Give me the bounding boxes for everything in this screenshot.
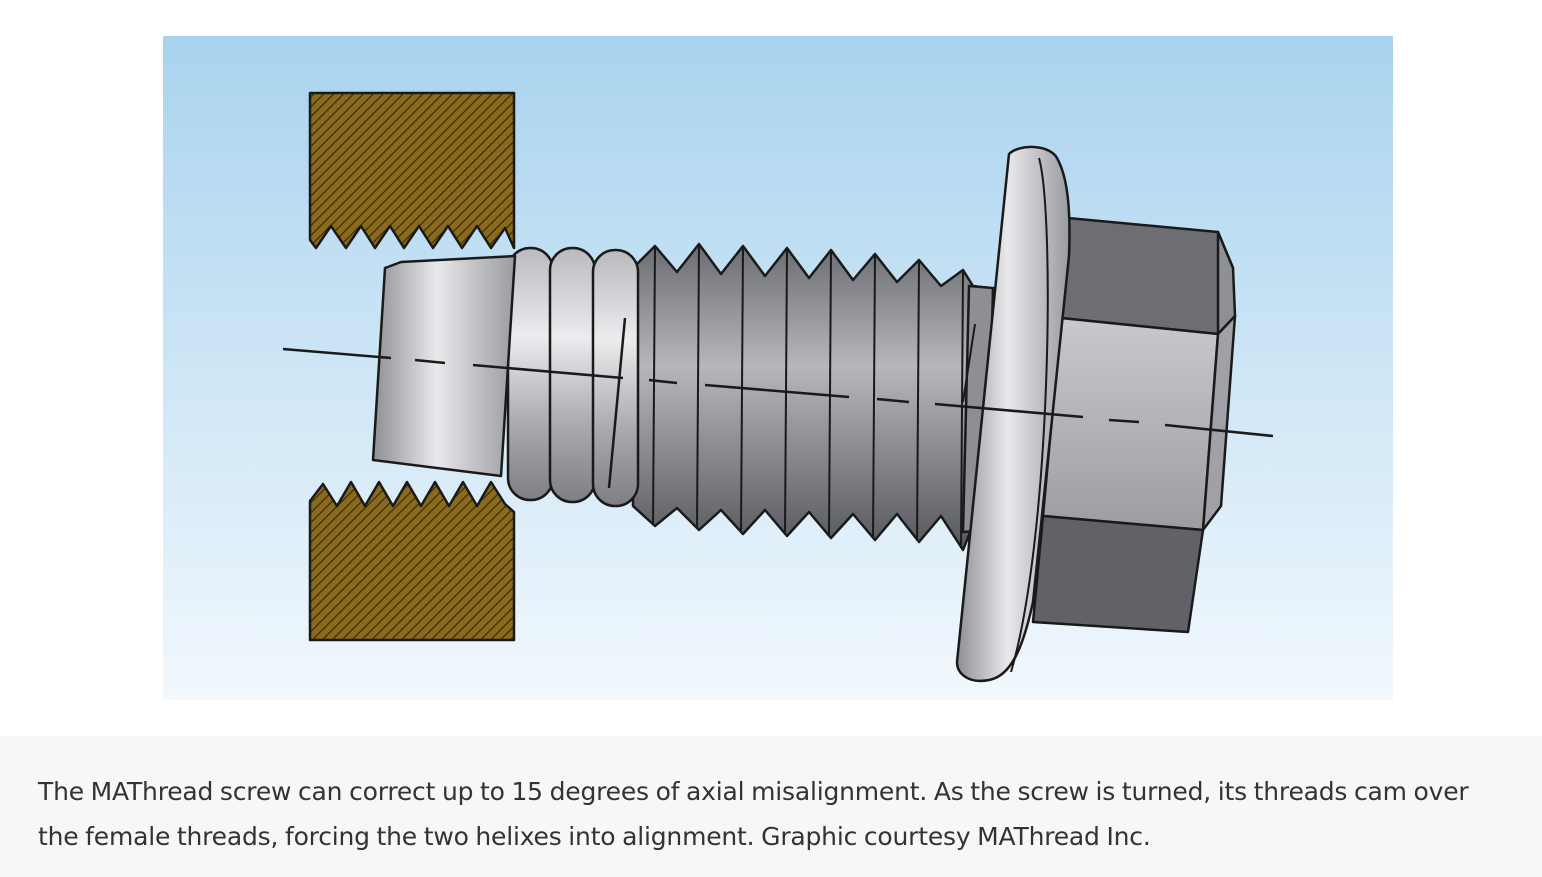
hex-top-face [1059,216,1235,336]
flange-edge [1010,157,1049,673]
helix-seam [607,317,627,489]
hex-bottom-face [1031,514,1205,634]
thread-crest-lines [652,245,964,549]
pilot-tip [371,254,517,478]
threaded-section [631,242,991,552]
rounded-lead-threads [506,246,640,508]
flange-washer [955,145,1071,683]
figure-image [163,36,1393,700]
hex-side-face-2 [1201,314,1237,532]
hex-middle-face [1041,316,1220,532]
figure-caption: The MAThread screw can correct up to 15 … [38,777,1469,851]
caption-box: The MAThread screw can correct up to 15 … [0,736,1542,877]
mathread-screw-illustration [163,36,1393,700]
upper-nut-block [308,91,516,250]
lower-nut-block [308,480,516,642]
hex-head [1031,216,1237,634]
axis-centerline [282,347,1274,438]
neck-seam [962,323,976,403]
